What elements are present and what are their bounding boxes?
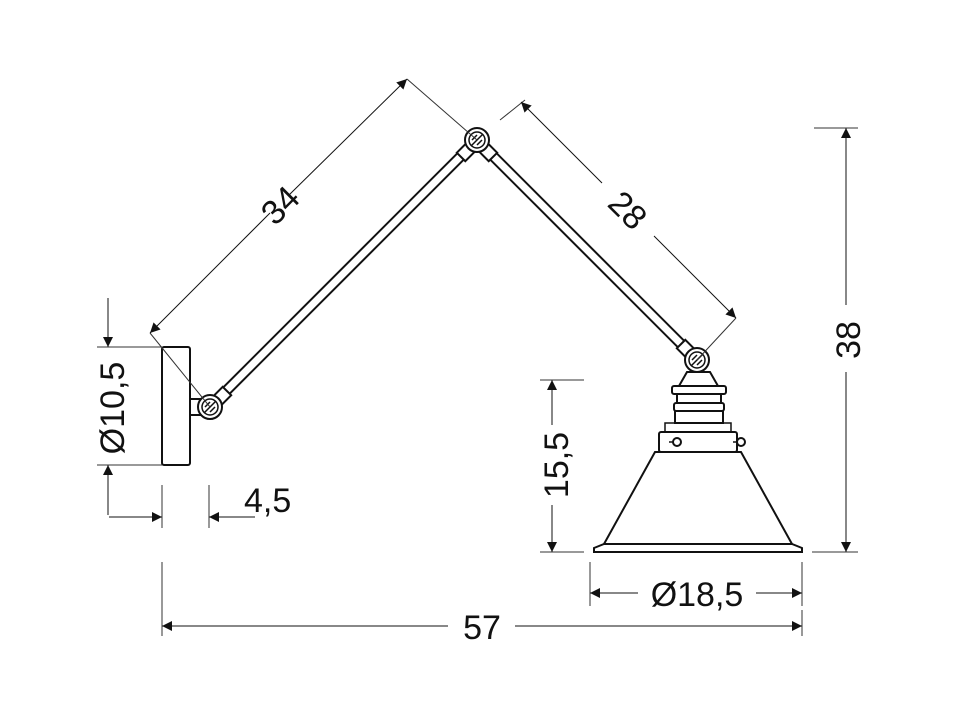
dimension-shade-diameter: Ø18,5 — [589, 562, 803, 614]
lamp-shade — [593, 451, 803, 553]
lower-arm — [473, 136, 701, 364]
base-diameter-label: Ø10,5 — [94, 362, 132, 455]
upper-arm — [206, 136, 481, 411]
dimension-base-depth: 4,5 — [109, 482, 291, 528]
dimension-shade-height: 15,5 — [538, 379, 584, 553]
wall-lamp — [161, 127, 803, 553]
dimension-total-height: 38 — [812, 127, 868, 553]
dimension-base-diameter: Ø10,5 — [94, 298, 162, 515]
dimension-total-reach: 57 — [161, 562, 803, 647]
upper-arm-length-label: 34 — [254, 179, 308, 233]
total-height-label: 38 — [830, 321, 868, 359]
shade-height-label: 15,5 — [538, 432, 576, 498]
shade-diameter-label: Ø18,5 — [651, 576, 744, 614]
lamp-socket — [658, 371, 746, 453]
dimension-upper-arm: 34 — [149, 78, 478, 408]
lower-arm-length-label: 28 — [600, 184, 654, 238]
base-depth-label: 4,5 — [244, 482, 291, 520]
total-reach-label: 57 — [463, 609, 501, 647]
dimension-lower-arm: 28 — [499, 99, 737, 361]
